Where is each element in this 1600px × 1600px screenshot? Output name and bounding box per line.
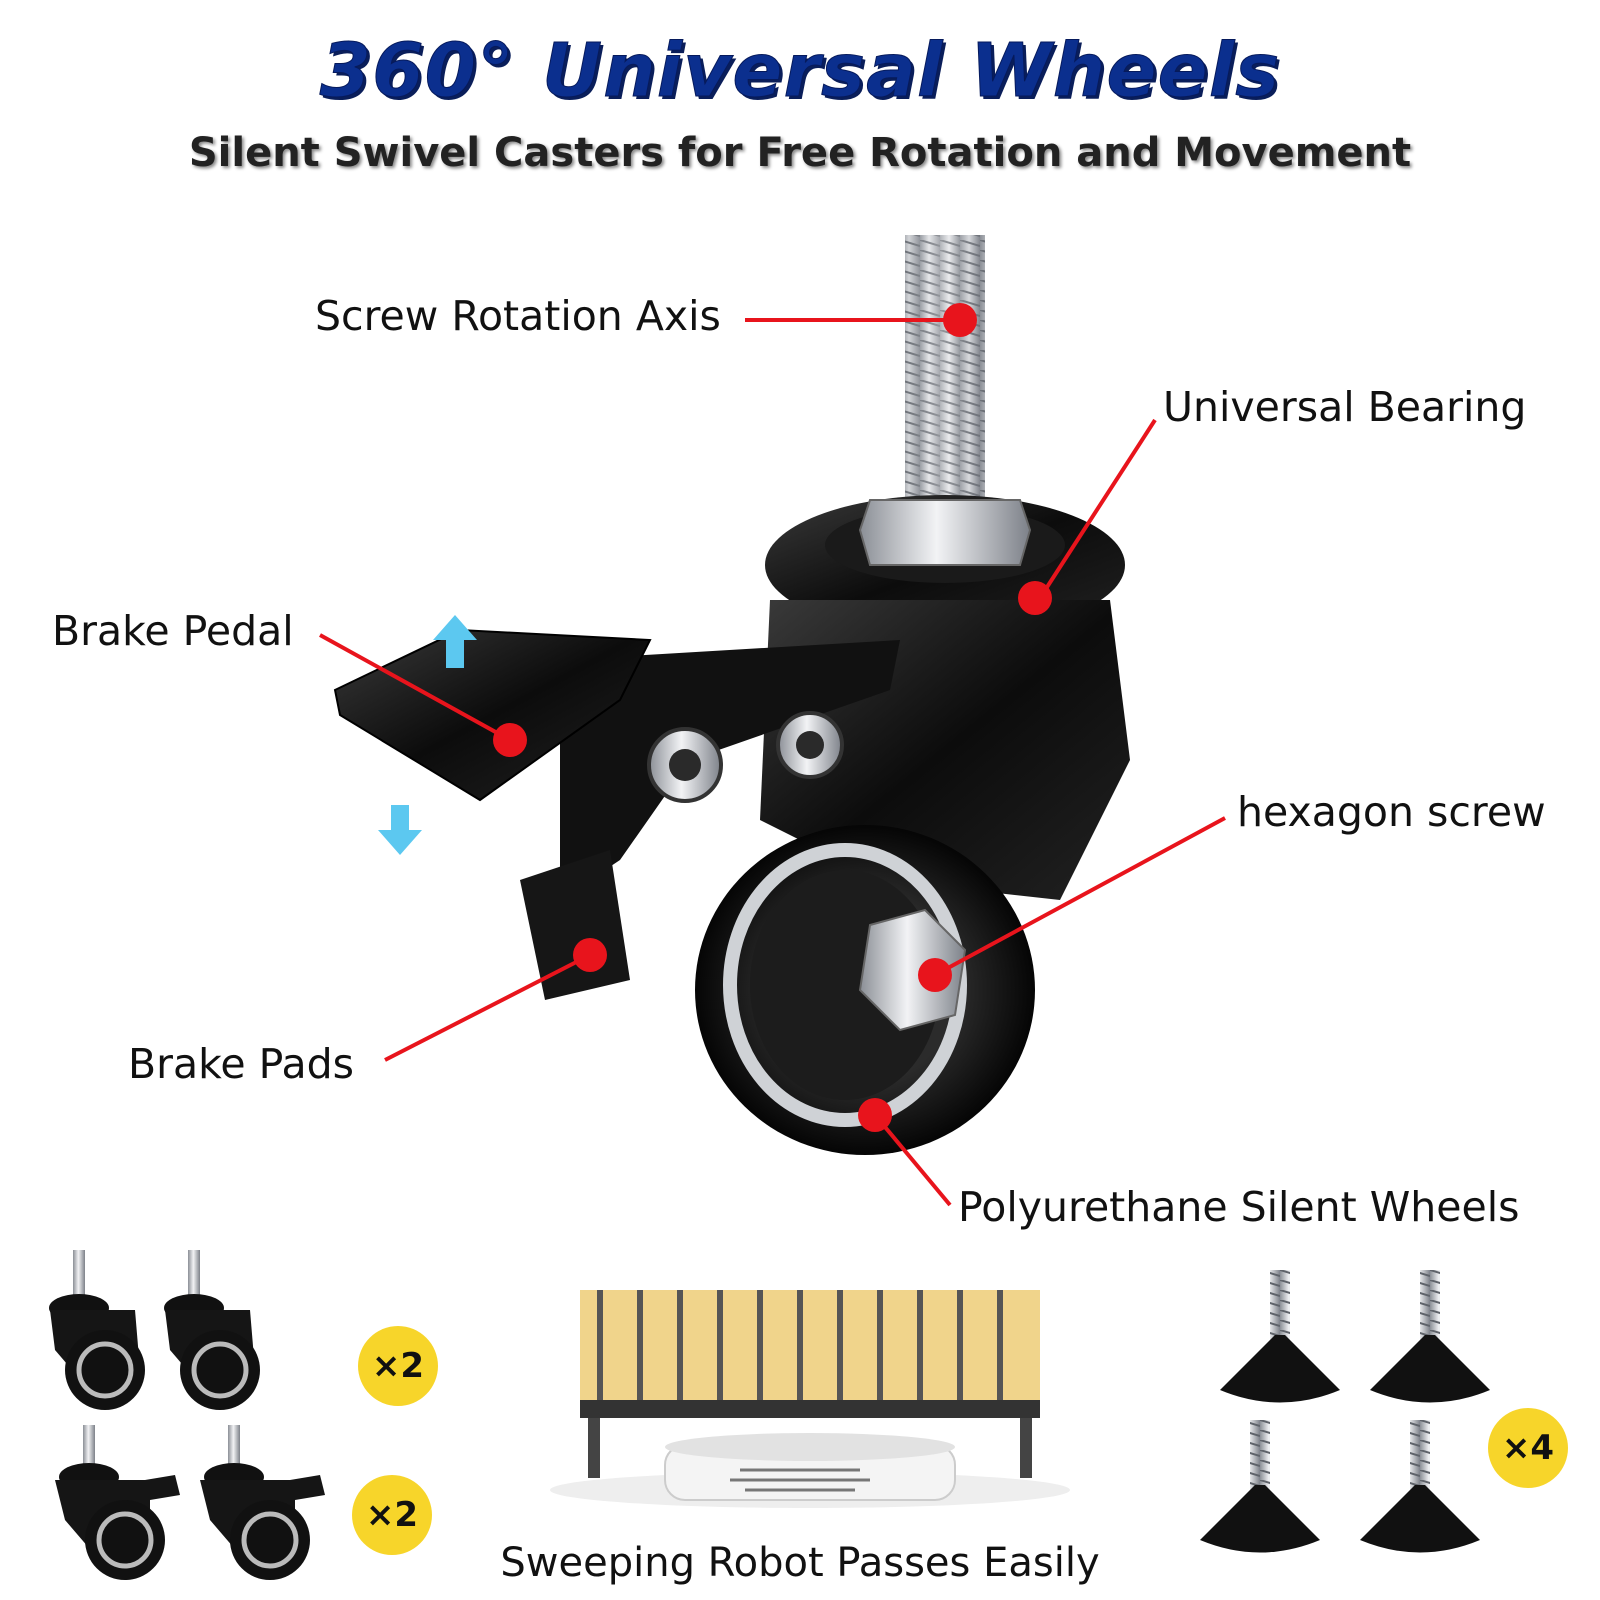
dot-bearing (1018, 581, 1052, 615)
callout-lines (319, 318, 1226, 1207)
small-caster-brake (55, 1425, 180, 1580)
label-universal-bearing: Universal Bearing (1163, 383, 1527, 431)
robot-scene (550, 1290, 1070, 1508)
label-screw-axis: Screw Rotation Axis (315, 292, 721, 340)
brake-pad (520, 850, 630, 1000)
arrow-down-icon (378, 805, 422, 855)
small-casters-group (49, 1250, 325, 1580)
qty-badge-brake-casters: ×2 (352, 1475, 432, 1555)
small-caster-brake (200, 1425, 325, 1580)
label-brake-pads: Brake Pads (128, 1040, 355, 1088)
label-brake-pedal: Brake Pedal (52, 607, 294, 655)
hex-nut (858, 499, 1032, 566)
small-caster (49, 1250, 145, 1410)
label-hexagon-screw: hexagon screw (1237, 788, 1546, 836)
leveling-feet-group (1200, 1270, 1490, 1553)
small-caster (164, 1250, 260, 1410)
dot-hex-screw (918, 958, 952, 992)
page-subtitle: Silent Swivel Casters for Free Rotation … (188, 130, 1412, 176)
robot-caption: Sweeping Robot Passes Easily (500, 1540, 1100, 1586)
qty-badge-feet: ×4 (1488, 1408, 1568, 1488)
qty-badge-casters: ×2 (358, 1326, 438, 1406)
axle-hex-screw (858, 908, 967, 1032)
arrow-up-icon (433, 615, 477, 668)
leveling-foot (1370, 1270, 1490, 1403)
dot-brake-pads (573, 938, 607, 972)
leveling-foot (1220, 1270, 1340, 1403)
leveling-foot (1360, 1420, 1480, 1553)
page-title: 360° Universal Wheels (319, 28, 1281, 115)
dot-brake-pedal (493, 723, 527, 757)
main-caster (333, 235, 1130, 1155)
dot-wheels (858, 1098, 892, 1132)
dot-screw-axis (943, 303, 977, 337)
brake-arm (560, 640, 900, 900)
label-polyurethane-wheels: Polyurethane Silent Wheels (958, 1183, 1520, 1231)
shelf-bottom (580, 1400, 1040, 1418)
leveling-foot (1200, 1420, 1320, 1553)
